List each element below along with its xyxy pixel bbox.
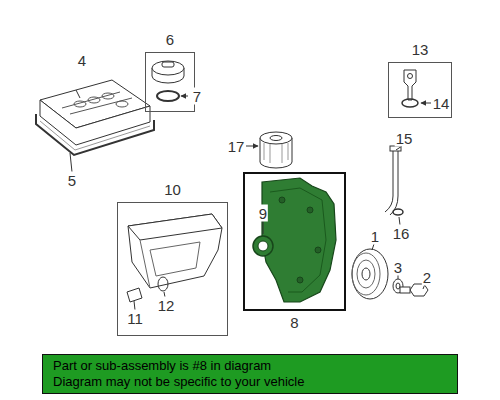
callout-number: 10 [118, 181, 227, 199]
callout-number: 17 [227, 138, 246, 155]
drain-plug [127, 288, 142, 302]
note-text: Diagram may not be specific to your vehi… [53, 374, 304, 390]
callout-number: 1 [370, 228, 380, 245]
callout-number: 13 [389, 41, 451, 59]
callout-number: 14 [432, 95, 451, 112]
dipstick-handle [404, 70, 416, 100]
callout-number: 9 [258, 205, 268, 222]
drain-plug-gasket [158, 277, 168, 291]
dipstick-seal [402, 99, 418, 107]
callout-number: 11 [126, 310, 144, 327]
oil-pan [128, 214, 222, 288]
callout-number: 6 [146, 31, 194, 49]
callout-number: 15 [395, 130, 414, 147]
valve-cover-side [40, 100, 150, 145]
oil-cap-seal [157, 91, 179, 101]
callout-number: 8 [245, 314, 344, 332]
front-seal [253, 236, 273, 256]
timing-cover [262, 178, 336, 302]
o-ring [393, 209, 403, 215]
crank-pulley [352, 249, 388, 299]
callout-number: 4 [77, 52, 87, 69]
callout-number: 16 [392, 225, 411, 242]
pulley-bolt [410, 284, 428, 296]
callout-number: 5 [67, 172, 77, 189]
group-box: 6 [145, 52, 195, 112]
callout-number: 2 [422, 269, 432, 286]
callout-number: 12 [157, 297, 176, 314]
valve-cover-gasket [36, 114, 154, 155]
highlight-box: 8 [243, 172, 346, 311]
note-text: Part or sub-assembly is #8 in diagram [53, 358, 271, 374]
callout-number: 7 [192, 88, 202, 105]
callout-number: 3 [393, 259, 403, 276]
dipstick-tube [385, 150, 398, 215]
note-band: Part or sub-assembly is #8 in diagramDia… [42, 354, 458, 394]
